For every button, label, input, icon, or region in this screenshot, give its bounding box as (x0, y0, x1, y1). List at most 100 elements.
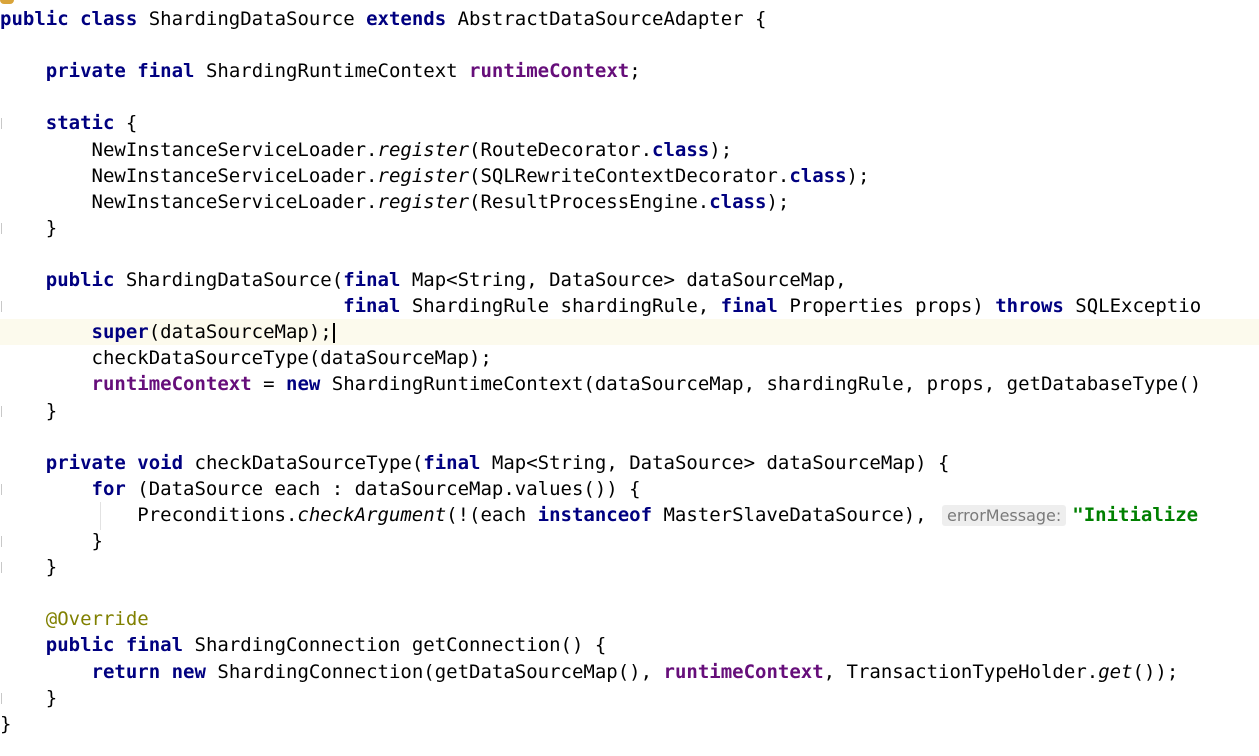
code-token: checkArgument (297, 503, 447, 526)
code-token: final (720, 295, 778, 318)
code-line[interactable]: return new ShardingConnection(getDataSou… (0, 659, 1259, 685)
code-token: ); (709, 138, 733, 161)
fold-marker-icon[interactable] (1, 536, 5, 547)
code-token (0, 608, 46, 630)
code-line[interactable]: NewInstanceServiceLoader.register(RouteD… (0, 137, 1259, 163)
code-token: runtimeContext (663, 660, 824, 683)
code-line[interactable]: Preconditions.checkArgument(!(each insta… (0, 502, 1259, 528)
code-token: extends (366, 8, 447, 30)
code-token: final (423, 451, 481, 474)
code-line[interactable]: } (0, 554, 1259, 580)
code-token: class (80, 8, 138, 30)
code-line[interactable]: @Override (0, 606, 1259, 632)
code-token: register (377, 164, 470, 187)
code-line[interactable]: checkDataSourceType(dataSourceMap); (0, 345, 1259, 371)
code-token: } (0, 216, 58, 239)
code-token (0, 452, 46, 474)
code-token: get (1098, 660, 1133, 683)
code-token: Map<String, DataSource> dataSourceMap) { (480, 451, 950, 474)
code-token (69, 8, 80, 30)
code-token: private (45, 451, 126, 474)
code-line[interactable] (0, 32, 1259, 58)
code-token: throws (995, 295, 1064, 318)
code-token: MasterSlaveDataSource), (652, 503, 939, 526)
code-token (126, 452, 137, 474)
code-line[interactable]: } (0, 711, 1259, 737)
code-token: @Override (45, 608, 149, 631)
text-caret (332, 322, 335, 343)
code-token: final (343, 295, 401, 318)
code-line[interactable]: private final ShardingRuntimeContext run… (0, 58, 1259, 84)
parameter-hint: errorMessage: (942, 504, 1067, 526)
code-token: register (377, 190, 470, 213)
code-token: ShardingDataSource (137, 8, 367, 30)
code-token: NewInstanceServiceLoader. (0, 190, 378, 213)
code-token: AbstractDataSourceAdapter { (446, 8, 767, 30)
code-token: NewInstanceServiceLoader. (0, 164, 378, 187)
code-token: class (652, 138, 710, 161)
code-token (0, 661, 92, 683)
code-token: (ResultProcessEngine. (469, 190, 710, 213)
code-line[interactable] (0, 424, 1259, 450)
code-line[interactable]: static { (0, 110, 1259, 136)
code-token: static (45, 112, 115, 135)
code-line[interactable]: public final ShardingConnection getConne… (0, 632, 1259, 658)
fold-marker-icon[interactable] (1, 692, 5, 704)
fold-marker-icon[interactable] (1, 301, 5, 313)
code-token: ShardingDataSource( (114, 269, 344, 291)
code-token: } (0, 712, 12, 735)
fold-marker-icon[interactable] (1, 562, 5, 574)
fold-marker-icon[interactable] (1, 405, 5, 417)
code-line[interactable]: public class ShardingDataSource extends … (0, 6, 1259, 32)
code-line[interactable]: private void checkDataSourceType(final M… (0, 450, 1259, 476)
code-line[interactable]: NewInstanceServiceLoader.register(SQLRew… (0, 163, 1259, 189)
code-line[interactable]: public ShardingDataSource(final Map<Stri… (0, 267, 1259, 293)
code-line[interactable]: NewInstanceServiceLoader.register(Result… (0, 189, 1259, 215)
fold-marker-icon[interactable] (1, 118, 5, 130)
code-token (0, 478, 92, 500)
code-line[interactable]: } (0, 215, 1259, 241)
code-token: public (45, 269, 115, 291)
code-token: NewInstanceServiceLoader. (0, 138, 378, 161)
code-line[interactable]: super(dataSourceMap); (0, 319, 1259, 346)
code-token: } (0, 556, 58, 579)
code-token: ; (629, 60, 641, 83)
code-token: checkDataSourceType(dataSourceMap); (0, 347, 492, 370)
code-token (114, 634, 125, 656)
code-token: register (377, 138, 470, 161)
code-token: Map<String, DataSource> dataSourceMap, (400, 269, 847, 291)
code-line[interactable] (0, 84, 1259, 110)
code-line[interactable]: final ShardingRule shardingRule, final P… (0, 293, 1259, 319)
code-token: instanceof (537, 503, 653, 526)
code-token: final (343, 269, 401, 291)
code-token: class (789, 164, 847, 187)
code-token: "Initialize (1072, 503, 1199, 526)
code-line[interactable] (0, 580, 1259, 606)
code-line[interactable]: } (0, 398, 1259, 424)
code-token (126, 60, 137, 82)
code-line[interactable] (0, 241, 1259, 267)
code-token (0, 60, 46, 82)
code-line[interactable]: for (DataSource each : dataSourceMap.val… (0, 476, 1259, 502)
code-token: (RouteDecorator. (469, 138, 653, 161)
code-token: ShardingRuntimeContext (194, 60, 470, 83)
code-token: checkDataSourceType( (183, 451, 424, 474)
code-line[interactable]: runtimeContext = new ShardingRuntimeCont… (0, 371, 1259, 397)
code-line[interactable]: } (0, 528, 1259, 554)
code-line[interactable]: } (0, 685, 1259, 711)
code-token (0, 634, 46, 656)
code-token: public (45, 634, 115, 657)
code-token (0, 295, 343, 317)
code-token (0, 269, 46, 291)
fold-marker-icon[interactable] (1, 222, 5, 234)
code-token: (dataSourceMap); (148, 321, 332, 344)
code-token: for (91, 477, 126, 500)
code-token: ShardingConnection(getDataSourceMap(), (205, 660, 664, 683)
code-token: final (137, 60, 195, 83)
code-token: return (91, 660, 161, 683)
code-token (0, 321, 92, 343)
fold-marker-icon[interactable] (1, 483, 5, 495)
code-token: void (137, 451, 184, 474)
code-token: runtimeContext (91, 373, 252, 396)
